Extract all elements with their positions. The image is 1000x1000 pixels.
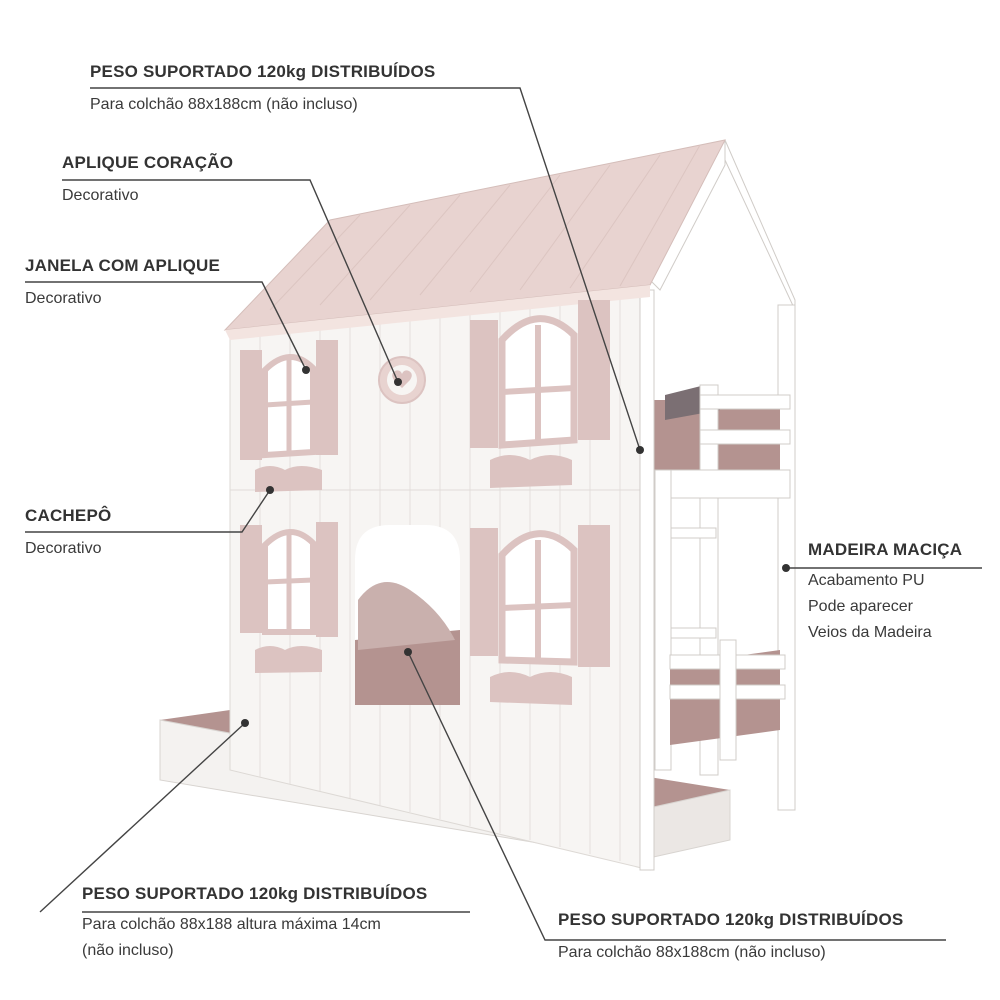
annotation-title: PESO SUPORTADO 120kg DISTRIBUÍDOS [82,884,428,903]
annotation-flower-box: CACHEPÔ Decorativo [25,506,111,562]
annotation-title: CACHEPÔ [25,506,112,525]
annotation-weight-trundle: PESO SUPORTADO 120kg DISTRIBUÍDOS Para c… [82,884,427,964]
annotation-desc: Acabamento PU Pode aparecer Veios da Mad… [808,572,932,641]
annotation-desc: Decorativo [25,540,102,557]
annotation-desc: Para colchão 88x188cm (não incluso) [558,944,826,961]
annotation-desc: Decorativo [25,290,102,307]
window-bottom-left [240,522,338,637]
annotation-title: APLIQUE CORAÇÃO [62,153,234,172]
annotation-title: MADEIRA MACIÇA [808,540,963,559]
window-top-right [470,300,610,449]
annotation-title: JANELA COM APLIQUE [25,256,221,275]
upper-bunk [649,384,791,776]
flower-box [255,455,572,705]
roof [223,139,726,340]
annotation-title: PESO SUPORTADO 120kg DISTRIBUÍDOS [90,62,436,81]
annotation-solid-wood: MADEIRA MACIÇA Acabamento PU Pode aparec… [808,540,962,646]
heart-icon [378,356,426,404]
annotation-desc: Para colchão 88x188 altura máxima 14cm (… [82,916,381,959]
lower-rails [669,639,786,761]
window-bottom-right [470,525,610,667]
annotation-desc: Decorativo [62,187,139,204]
annotation-weight-top: PESO SUPORTADO 120kg DISTRIBUÍDOS Para c… [90,62,435,118]
leader-dots [241,366,790,727]
annotation-desc: Para colchão 88x188cm (não incluso) [90,96,358,113]
annotation-title: PESO SUPORTADO 120kg DISTRIBUÍDOS [558,910,904,929]
annotation-weight-lower-bunk: PESO SUPORTADO 120kg DISTRIBUÍDOS Para c… [558,910,903,966]
leader-lines [25,87,982,941]
annotation-heart-applique: APLIQUE CORAÇÃO Decorativo [62,153,233,209]
window-top-left [240,340,338,460]
annotation-window: JANELA COM APLIQUE Decorativo [25,256,220,312]
